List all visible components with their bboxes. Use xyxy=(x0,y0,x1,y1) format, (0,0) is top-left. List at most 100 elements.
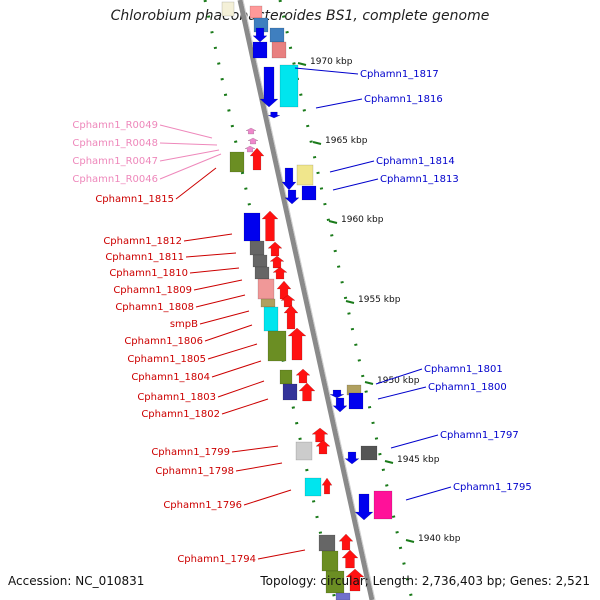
gene-feature xyxy=(287,327,307,361)
gene-feature xyxy=(269,255,285,269)
gene-feature xyxy=(252,27,268,43)
gene-feature xyxy=(257,278,275,300)
rna-label: Cphamn1_R0049 xyxy=(72,120,158,131)
leader-line xyxy=(204,324,253,342)
gene-feature xyxy=(321,550,339,572)
ruler-label: 1960 kbp xyxy=(341,215,384,225)
ruler-label: 1970 kbp xyxy=(310,57,353,67)
gene-feature xyxy=(341,549,359,569)
gene-label-left: Cphamn1_1811 xyxy=(105,252,184,263)
gene-feature xyxy=(281,167,297,191)
gene-feature xyxy=(279,64,299,108)
leader-line xyxy=(221,398,269,415)
gene-label-left: Cphamn1_1808 xyxy=(115,302,194,313)
gene-label-right: Cphamn1_1801 xyxy=(424,364,503,375)
gene-label-left: Cphamn1_1805 xyxy=(127,354,206,365)
gene-feature xyxy=(283,304,299,330)
gene-feature xyxy=(249,240,265,256)
ruler-label: 1940 kbp xyxy=(418,534,461,544)
ruler-label: 1945 kbp xyxy=(397,455,440,465)
genome-backbone xyxy=(237,0,375,600)
gene-feature xyxy=(269,27,285,43)
gene-feature xyxy=(280,294,296,308)
leader-line xyxy=(183,233,233,242)
gene-feature xyxy=(338,533,354,551)
ruler-label: 1955 kbp xyxy=(358,295,401,305)
leader-line xyxy=(159,153,222,180)
gene-feature xyxy=(260,298,276,308)
gene-feature xyxy=(263,306,279,332)
gene-feature xyxy=(279,369,293,385)
ruler-tick xyxy=(297,62,307,66)
leader-line xyxy=(199,310,250,325)
leader-line xyxy=(315,98,363,109)
gene-feature xyxy=(271,41,287,59)
gene-label-right: Cphamn1_1795 xyxy=(453,482,532,493)
gene-feature xyxy=(298,382,316,402)
gene-feature xyxy=(252,41,268,59)
ruler-label: 1965 kbp xyxy=(325,136,368,146)
gene-feature xyxy=(295,441,313,461)
accession-text: Accession: NC_010831 xyxy=(8,574,145,588)
gene-feature xyxy=(348,392,364,410)
map-title: Chlorobium phaeobacteroides BS1, complet… xyxy=(110,8,490,24)
gene-label-left: Cphamn1_1809 xyxy=(113,285,192,296)
leader-line xyxy=(294,67,359,75)
gene-feature xyxy=(373,490,393,520)
gene-feature xyxy=(244,145,256,153)
gene-label-left: Cphamn1_1802 xyxy=(141,409,220,420)
gene-feature xyxy=(325,570,345,594)
ruler-tick xyxy=(405,539,415,543)
gene-label-right: Cphamn1_1800 xyxy=(428,382,507,393)
leader-line xyxy=(189,267,240,274)
leader-line xyxy=(185,252,237,258)
gene-label-left: Cphamn1_1804 xyxy=(131,372,210,383)
gene-feature xyxy=(243,212,261,242)
leader-line xyxy=(231,445,279,453)
gene-feature xyxy=(335,592,351,600)
gene-feature xyxy=(221,1,235,17)
leader-line xyxy=(390,434,439,449)
rna-label: Cphamn1_R0046 xyxy=(72,174,158,185)
gene-label-left: smpB xyxy=(170,319,198,330)
gene-label-left: Cphamn1_1815 xyxy=(95,194,174,205)
gene-feature xyxy=(259,66,279,108)
gene-feature xyxy=(247,137,259,145)
gene-feature xyxy=(360,445,378,461)
gene-feature xyxy=(354,493,374,521)
gene-label-left: Cphamn1_1796 xyxy=(163,500,242,511)
gene-feature xyxy=(252,254,268,268)
ruler-tick xyxy=(328,220,338,224)
gene-feature xyxy=(284,189,300,205)
gene-feature xyxy=(261,210,279,242)
ruler-tick xyxy=(312,141,322,145)
gene-label-left: Cphamn1_1810 xyxy=(109,268,188,279)
gene-label-left: Cphamn1_1803 xyxy=(137,392,216,403)
gene-feature xyxy=(321,477,333,495)
gene-label-left: Cphamn1_1812 xyxy=(103,236,182,247)
gene-label-right: Cphamn1_1813 xyxy=(380,174,459,185)
leader-line xyxy=(257,549,306,560)
leader-line xyxy=(235,462,283,472)
gene-feature xyxy=(282,383,298,401)
gene-feature xyxy=(249,5,263,19)
gene-feature xyxy=(295,368,311,384)
gene-label-left: Cphamn1_1798 xyxy=(155,466,234,477)
gene-label-right: Cphamn1_1814 xyxy=(376,156,455,167)
gene-label-right: Cphamn1_1817 xyxy=(360,69,439,80)
leader-line xyxy=(159,142,218,146)
gene-feature xyxy=(267,111,281,119)
right-gene-labels: Cphamn1_1817Cphamn1_1816Cphamn1_1814Cpha… xyxy=(360,69,532,493)
leader-line xyxy=(195,294,246,308)
rna-gene-labels: Cphamn1_R0049Cphamn1_R0048Cphamn1_R0047C… xyxy=(72,120,158,185)
gene-label-right: Cphamn1_1797 xyxy=(440,430,519,441)
gene-feature xyxy=(229,151,245,173)
leader-line xyxy=(405,486,452,501)
gene-label-left: Cphamn1_1794 xyxy=(177,554,256,565)
leader-line xyxy=(217,380,265,398)
ruler-tick xyxy=(345,300,355,304)
gene-feature xyxy=(245,127,257,135)
gene-feature xyxy=(249,147,265,171)
gene-label-left: Cphamn1_1806 xyxy=(124,336,203,347)
